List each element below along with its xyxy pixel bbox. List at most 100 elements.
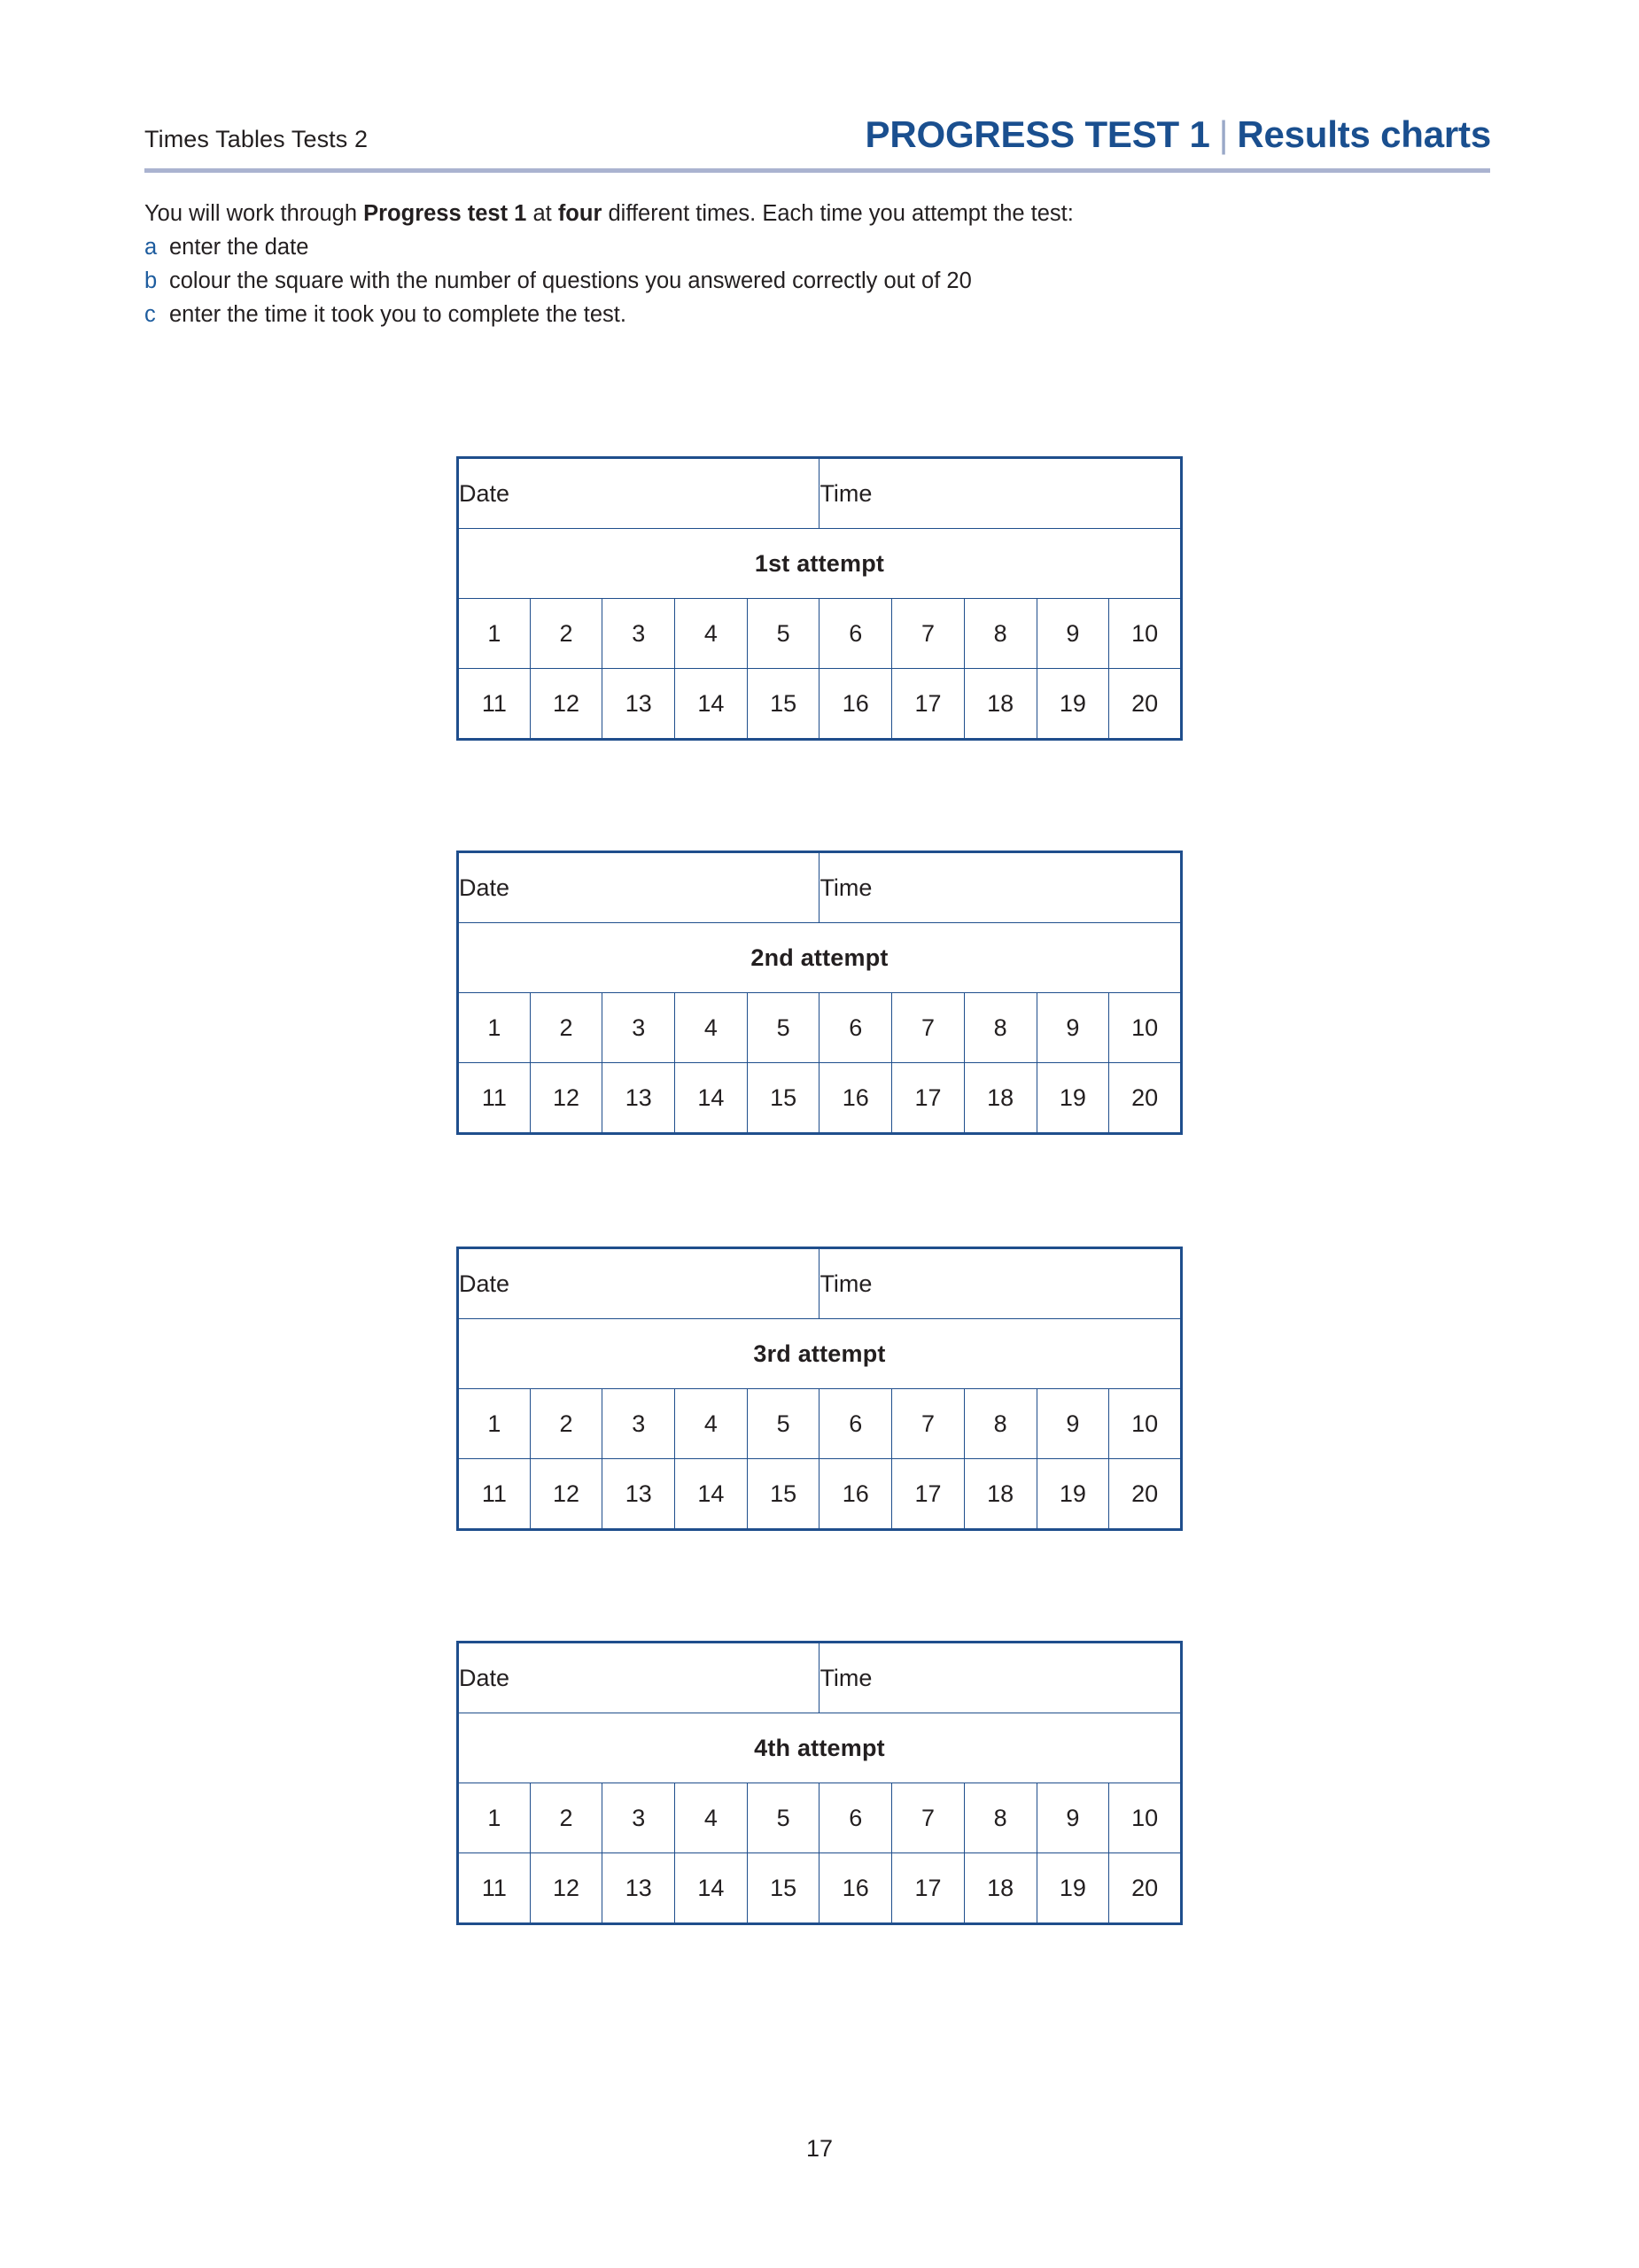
score-cell[interactable]: 9 [1036,1388,1110,1459]
score-cell[interactable]: 10 [1108,598,1183,669]
score-cell[interactable]: 3 [602,1388,676,1459]
score-cell[interactable]: 5 [746,1783,820,1853]
bullet-text-b: colour the square with the number of que… [169,268,972,293]
score-cell[interactable]: 16 [819,1852,893,1925]
score-cell[interactable]: 8 [963,1388,1037,1459]
score-cell[interactable]: 18 [963,668,1037,741]
score-cell[interactable]: 5 [746,992,820,1063]
header-row: Date Time [455,1641,1183,1713]
score-cell[interactable]: 4 [674,1388,748,1459]
date-field-2[interactable]: Date [455,850,820,923]
score-cell[interactable]: 17 [891,1458,965,1531]
score-cell[interactable]: 15 [746,1852,820,1925]
score-cell[interactable]: 15 [746,1458,820,1531]
score-cell[interactable]: 10 [1108,992,1183,1063]
score-cell[interactable]: 12 [529,1458,603,1531]
score-cell[interactable]: 7 [891,1783,965,1853]
score-cell[interactable]: 17 [891,1852,965,1925]
instructions-lead: You will work through Progress test 1 at… [144,197,1385,230]
score-cell[interactable]: 18 [963,1458,1037,1531]
score-cell[interactable]: 20 [1108,1852,1183,1925]
score-cell[interactable]: 4 [674,598,748,669]
score-cell[interactable]: 12 [529,668,603,741]
score-cell[interactable]: 16 [819,1458,893,1531]
score-cell[interactable]: 19 [1036,668,1110,741]
date-field-1[interactable]: Date [455,456,820,529]
date-field-4[interactable]: Date [455,1641,820,1713]
score-cell[interactable]: 1 [456,1783,531,1853]
score-cell[interactable]: 8 [963,992,1037,1063]
score-cell[interactable]: 13 [602,1458,676,1531]
score-cell[interactable]: 2 [529,598,603,669]
score-cell[interactable]: 6 [819,992,893,1063]
score-cell[interactable]: 6 [819,598,893,669]
score-cell[interactable]: 15 [746,1062,820,1135]
score-cell[interactable]: 9 [1036,1783,1110,1853]
score-cell[interactable]: 12 [529,1852,603,1925]
score-cell[interactable]: 17 [891,668,965,741]
score-cell[interactable]: 11 [456,1062,531,1135]
score-cell[interactable]: 7 [891,1388,965,1459]
attempt-label-3: 3rd attempt [456,1318,1183,1389]
score-cell[interactable]: 5 [746,598,820,669]
score-cell[interactable]: 11 [456,668,531,741]
score-cell[interactable]: 18 [963,1062,1037,1135]
score-cell[interactable]: 9 [1036,598,1110,669]
score-cell[interactable]: 3 [602,992,676,1063]
score-cell[interactable]: 12 [529,1062,603,1135]
results-chart-4th-attempt: Date Time 4th attempt 1 2 3 4 5 6 7 8 9 … [455,1641,1183,1925]
score-cell[interactable]: 9 [1036,992,1110,1063]
page-title: PROGRESS TEST 1|Results charts [866,113,1492,156]
score-cell[interactable]: 11 [456,1852,531,1925]
score-cell[interactable]: 19 [1036,1458,1110,1531]
score-cell[interactable]: 1 [456,1388,531,1459]
lead-text-2: at [526,201,558,226]
date-field-3[interactable]: Date [455,1247,820,1319]
score-cell[interactable]: 3 [602,598,676,669]
score-cell[interactable]: 19 [1036,1852,1110,1925]
score-cell[interactable]: 20 [1108,1062,1183,1135]
score-cell[interactable]: 16 [819,668,893,741]
score-row-top: 1 2 3 4 5 6 7 8 9 10 [456,992,1183,1063]
score-cell[interactable]: 11 [456,1458,531,1531]
time-field-2[interactable]: Time [819,850,1183,923]
score-cell[interactable]: 8 [963,1783,1037,1853]
score-cell[interactable]: 15 [746,668,820,741]
score-cell[interactable]: 4 [674,992,748,1063]
score-cell[interactable]: 6 [819,1388,893,1459]
score-cell[interactable]: 20 [1108,1458,1183,1531]
lead-text-1: You will work through [144,201,364,226]
score-cell[interactable]: 10 [1108,1388,1183,1459]
score-cell[interactable]: 20 [1108,668,1183,741]
score-cell[interactable]: 13 [602,1852,676,1925]
attempt-label-1: 1st attempt [456,528,1183,599]
score-cell[interactable]: 4 [674,1783,748,1853]
score-cell[interactable]: 17 [891,1062,965,1135]
score-cell[interactable]: 6 [819,1783,893,1853]
score-cell[interactable]: 18 [963,1852,1037,1925]
score-cell[interactable]: 5 [746,1388,820,1459]
score-cell[interactable]: 2 [529,992,603,1063]
score-cell[interactable]: 19 [1036,1062,1110,1135]
score-cell[interactable]: 1 [456,598,531,669]
score-cell[interactable]: 14 [674,1852,748,1925]
score-cell[interactable]: 1 [456,992,531,1063]
score-cell[interactable]: 14 [674,1458,748,1531]
time-field-4[interactable]: Time [819,1641,1183,1713]
score-cell[interactable]: 14 [674,668,748,741]
bullet-letter-b: b [144,268,158,293]
score-cell[interactable]: 16 [819,1062,893,1135]
score-row-bottom: 11 12 13 14 15 16 17 18 19 20 [456,668,1183,741]
score-cell[interactable]: 7 [891,992,965,1063]
score-cell[interactable]: 8 [963,598,1037,669]
score-cell[interactable]: 14 [674,1062,748,1135]
score-cell[interactable]: 7 [891,598,965,669]
score-cell[interactable]: 2 [529,1783,603,1853]
score-cell[interactable]: 10 [1108,1783,1183,1853]
score-cell[interactable]: 13 [602,668,676,741]
time-field-3[interactable]: Time [819,1247,1183,1319]
score-cell[interactable]: 2 [529,1388,603,1459]
score-cell[interactable]: 3 [602,1783,676,1853]
time-field-1[interactable]: Time [819,456,1183,529]
score-cell[interactable]: 13 [602,1062,676,1135]
